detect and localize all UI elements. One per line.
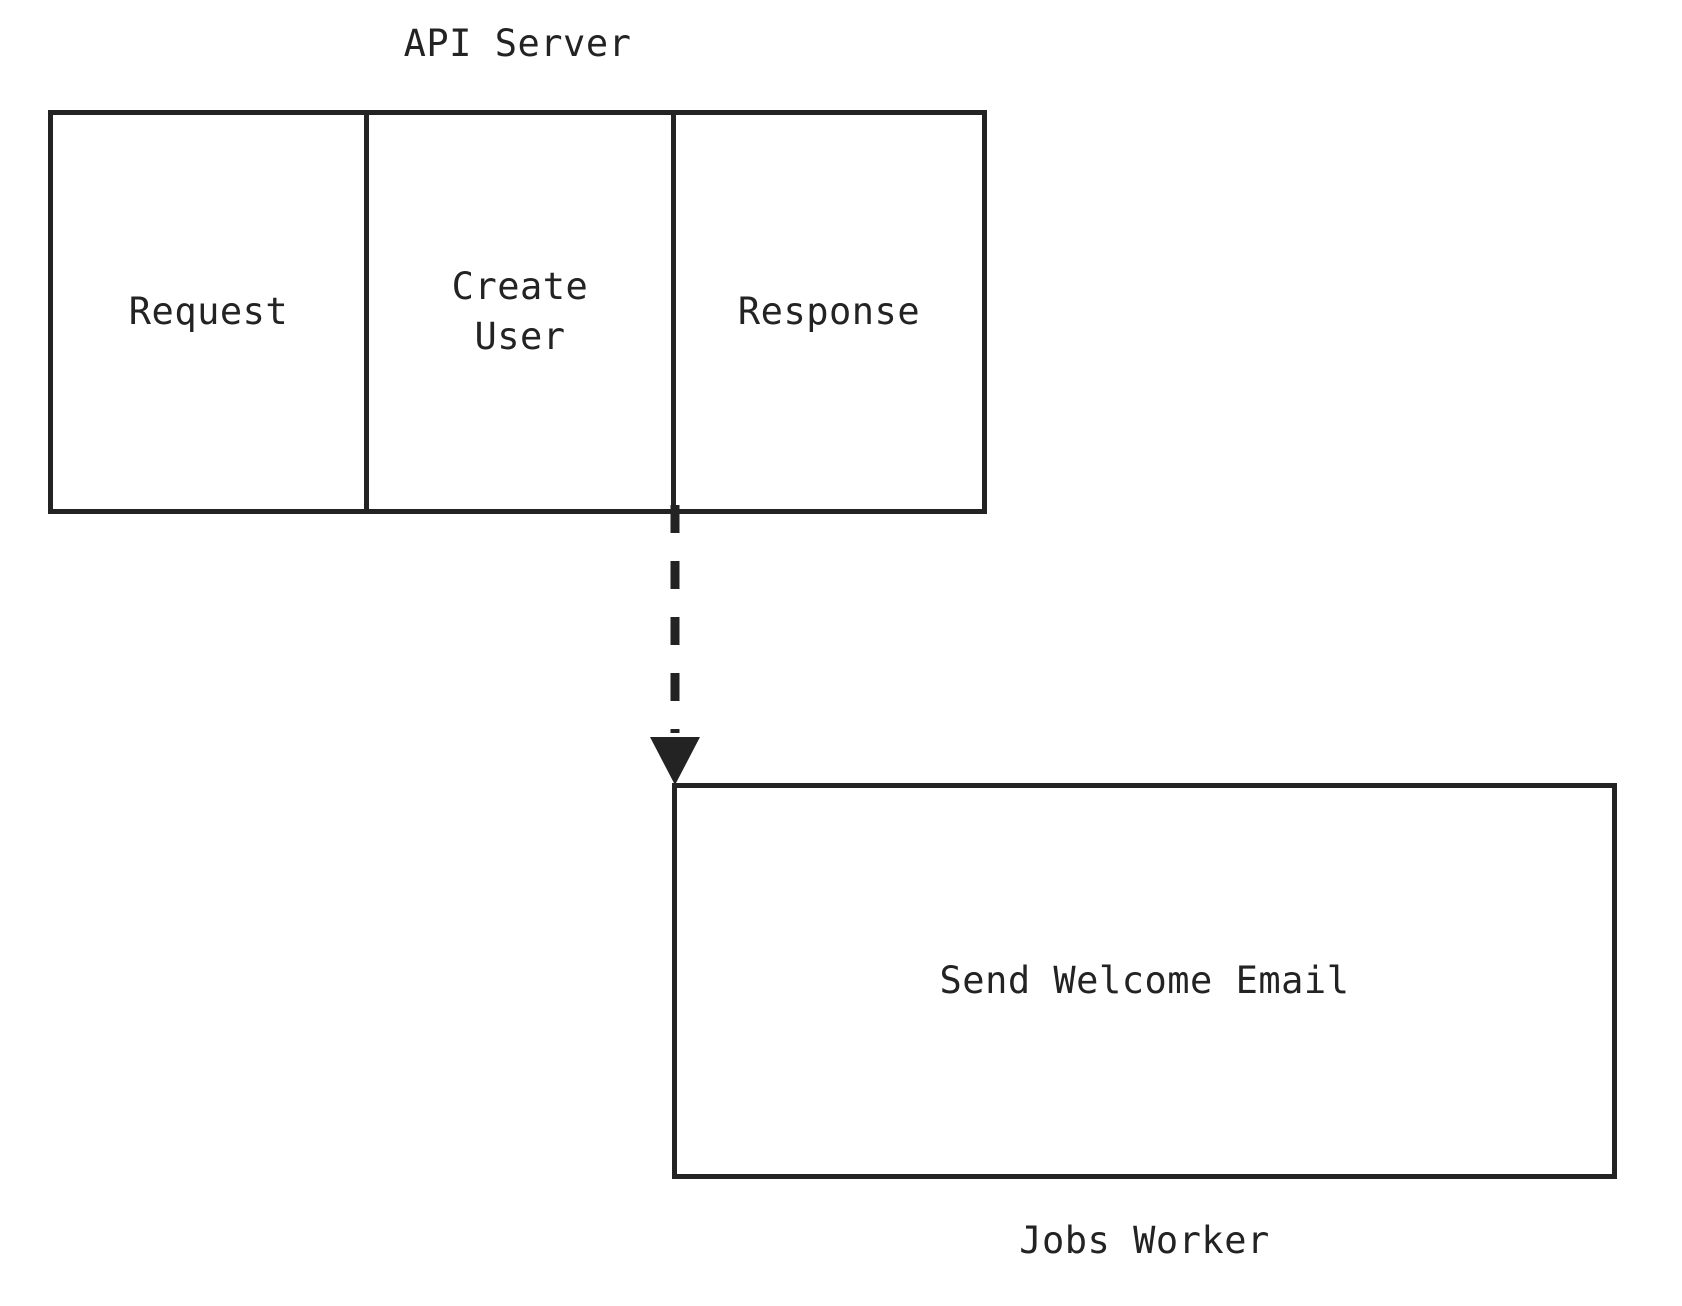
connector-arrowhead-icon xyxy=(650,737,700,785)
api-server-lane-box: Request Create User Response xyxy=(48,110,987,514)
lane-cell-request-label: Request xyxy=(128,290,289,333)
lane-cell-response-label: Response xyxy=(737,290,921,333)
lane-cell-create-user[interactable]: Create User xyxy=(364,115,676,509)
lane-cell-response[interactable]: Response xyxy=(676,115,982,509)
lane-cell-create-user-label: Create User xyxy=(451,265,589,358)
lane-cell-send-welcome-email-label: Send Welcome Email xyxy=(939,959,1350,1002)
lane-cell-request[interactable]: Request xyxy=(53,115,364,509)
jobs-worker-lane-title: Jobs Worker xyxy=(1019,1219,1270,1262)
connector-api-to-worker xyxy=(650,505,700,785)
jobs-worker-lane-box[interactable]: Send Welcome Email xyxy=(672,783,1617,1179)
api-server-lane-title: API Server xyxy=(403,22,632,65)
